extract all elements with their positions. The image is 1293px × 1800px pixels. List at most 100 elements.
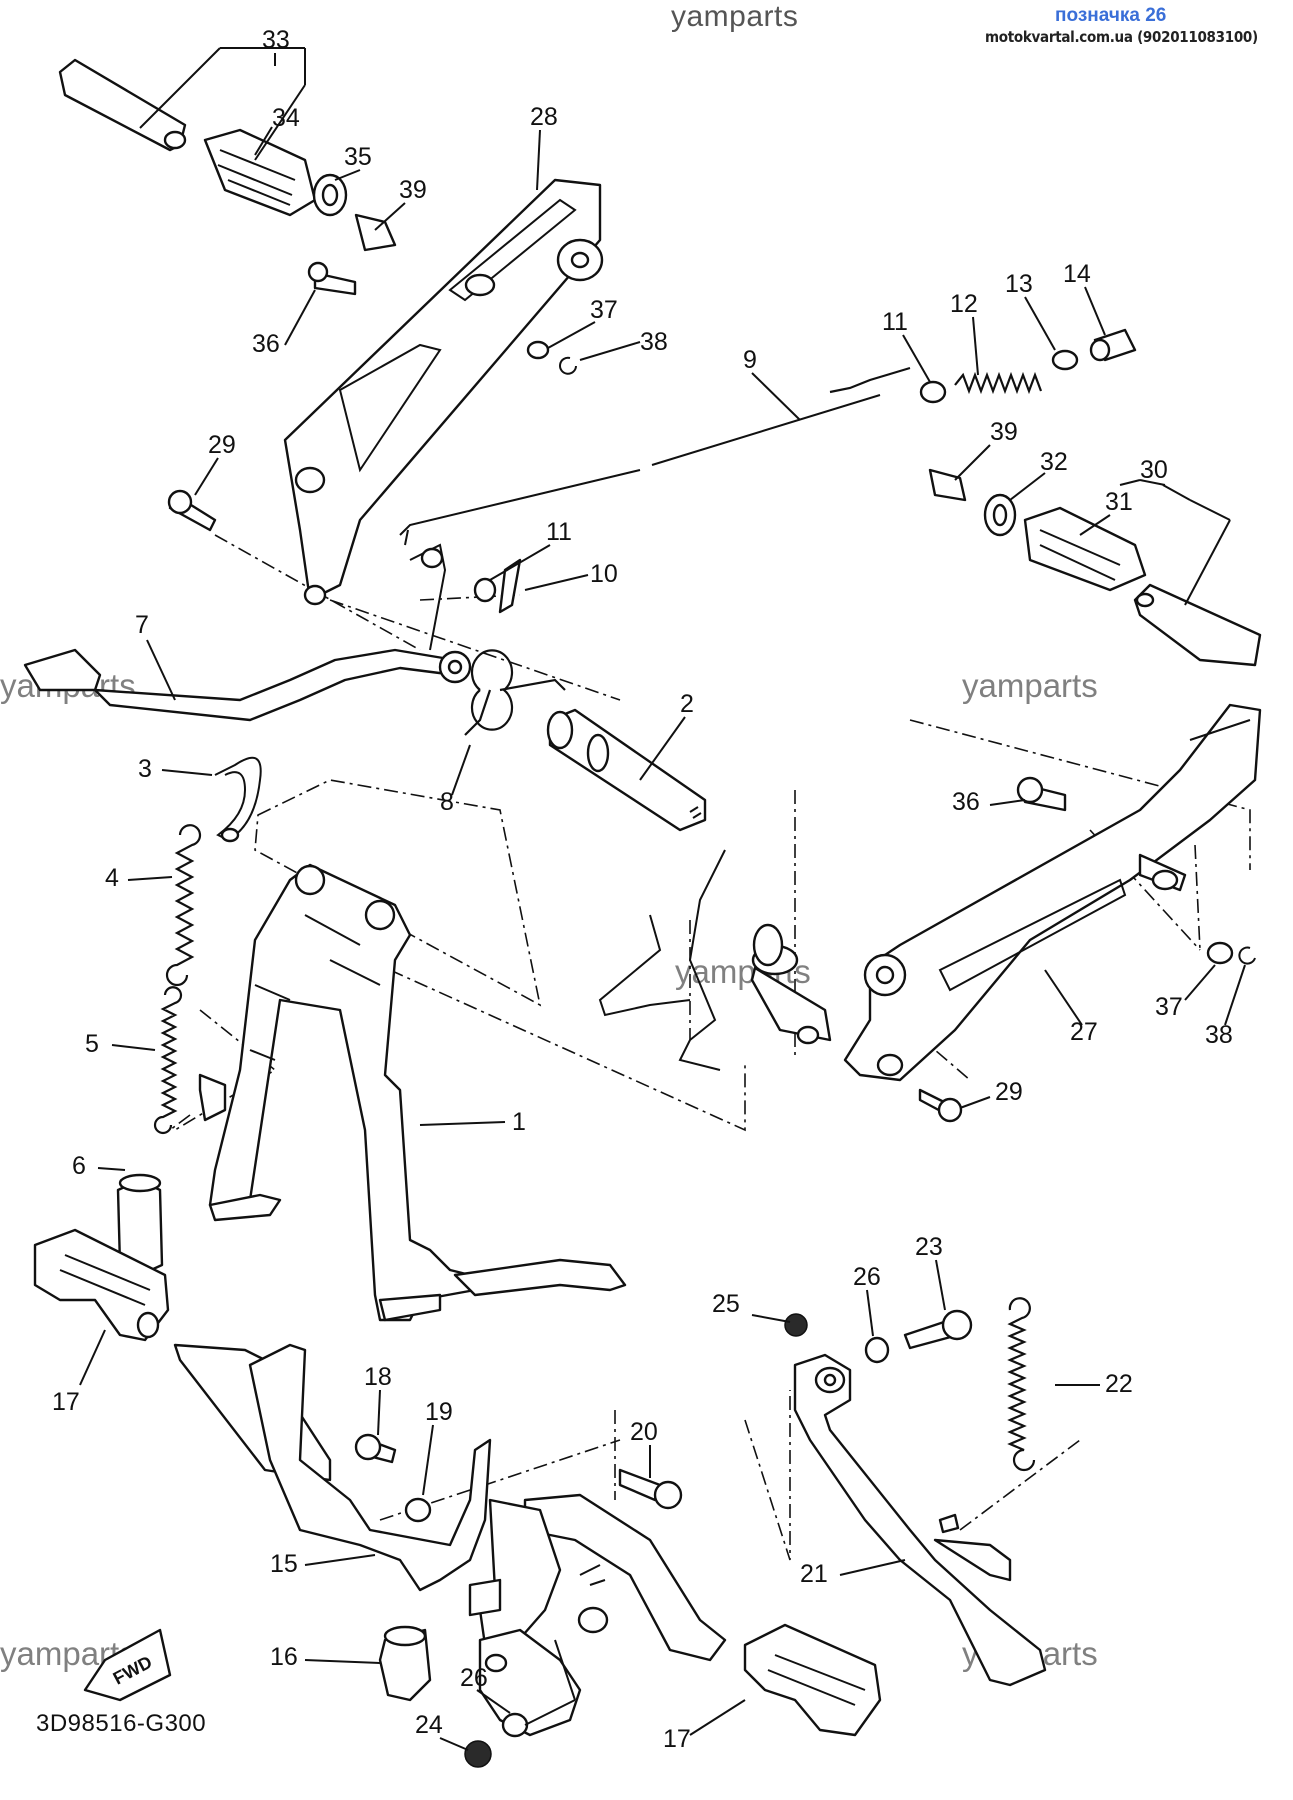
callout-number: 26 [853,1263,881,1291]
leader-line [254,84,306,161]
leader-line [839,1559,906,1576]
pin-39a [354,213,397,252]
callout-number: 16 [270,1643,298,1671]
callout-20: 20 [630,1418,658,1478]
nut-24 [464,1740,492,1768]
leader-line [866,1289,874,1337]
leader-line [439,1737,469,1751]
leader-line [374,202,406,231]
callout-33: 33 [139,26,306,161]
callout-number: 2 [680,690,694,718]
left-bracket-28 [283,178,604,606]
callout-4: 4 [105,864,173,892]
callout-14: 14 [1063,260,1106,336]
callout-number: 12 [950,290,978,318]
footpeg-17-right [743,1623,882,1737]
spring-4 [165,824,202,987]
callout-37: 37 [1155,964,1216,1021]
callout-9: 9 [743,346,801,421]
brand-watermark-header: yamparts [671,0,799,33]
left-footpeg-assembly [58,58,577,375]
footpeg-bar-30 [1133,583,1262,667]
leader-line [419,1121,506,1126]
leader-line [989,799,1026,806]
leader-line [1184,519,1231,606]
nut-13 [1051,349,1079,371]
callout-15: 15 [270,1550,376,1578]
callout-number: 15 [270,1550,298,1578]
stand-hook-3 [214,756,262,843]
callout-29: 29 [194,431,236,496]
bolt-20 [618,1468,683,1510]
callout-5: 5 [85,1030,156,1058]
rubber-16 [378,1625,432,1702]
reference-link[interactable]: позначка 26 [1055,5,1167,26]
leader-line [751,372,801,421]
callout-13: 13 [1005,270,1056,351]
leader-line [476,1689,511,1714]
leader-line [972,316,979,376]
callout-2: 2 [639,690,694,781]
washer-37a [526,340,550,360]
footpeg-rubber-34 [203,128,317,217]
clip-38b [1238,946,1256,965]
callout-32: 32 [1009,448,1068,501]
leader-line [524,1699,576,1726]
bolt-29a [167,489,217,532]
callout-number: 25 [712,1290,740,1318]
leader-line [547,321,596,349]
washer-11b [473,577,497,603]
pin-10 [498,558,522,614]
brake-pedal-7 [23,543,522,722]
callout-23: 23 [915,1233,946,1311]
spring-22 [1007,1297,1036,1472]
callout-number: 13 [1005,270,1033,298]
callout-number: 36 [952,788,980,816]
callout-number: 3 [138,755,152,783]
return-spring-8 [464,649,566,736]
callout-37: 37 [547,296,618,349]
callout-number: 38 [1205,1021,1233,1049]
callout-number: 10 [590,560,618,588]
site-credit: motokvartal.com.ua (902011083100) [985,28,1258,46]
callout-number: 34 [272,104,300,132]
callout-number: 33 [262,26,290,54]
callout-number: 11 [882,308,908,336]
callout-number: 38 [640,328,668,356]
washer-26b [501,1712,529,1738]
washer-37b [1206,941,1234,965]
callout-number: 30 [1140,456,1168,484]
callout-number: 1 [512,1108,526,1136]
leader-line [524,574,589,591]
callout-number: 37 [1155,993,1183,1021]
leader-line [1162,484,1191,501]
callout-17: 17 [52,1329,106,1416]
callout-36: 36 [252,289,316,358]
leader-line [139,47,221,129]
nut-25 [784,1313,808,1337]
callout-35: 35 [334,143,372,181]
callout-number: 36 [252,330,280,358]
leader-line [1224,964,1246,1026]
callout-number: 17 [663,1725,691,1753]
footpeg-17-left [33,1228,170,1342]
callout-8: 8 [440,744,471,816]
leader-line [161,769,213,776]
callout-number: 29 [208,431,236,459]
spring-5 [153,986,183,1135]
leader-line [304,1659,381,1664]
callout-26: 26 [853,1263,881,1337]
callout-number: 27 [1070,1018,1098,1046]
leader-line [334,169,361,181]
washer-19 [404,1497,432,1523]
leader-line [689,1699,746,1736]
leader-line [639,716,686,781]
leader-line [284,289,316,346]
callout-27: 27 [1044,969,1098,1046]
leader-line [127,876,173,881]
callout-28: 28 [530,103,558,191]
leader-line [1184,964,1216,1001]
leader-line [1024,296,1056,351]
callout-number: 4 [105,864,119,892]
watermark-right-upper: yamparts [962,667,1098,704]
